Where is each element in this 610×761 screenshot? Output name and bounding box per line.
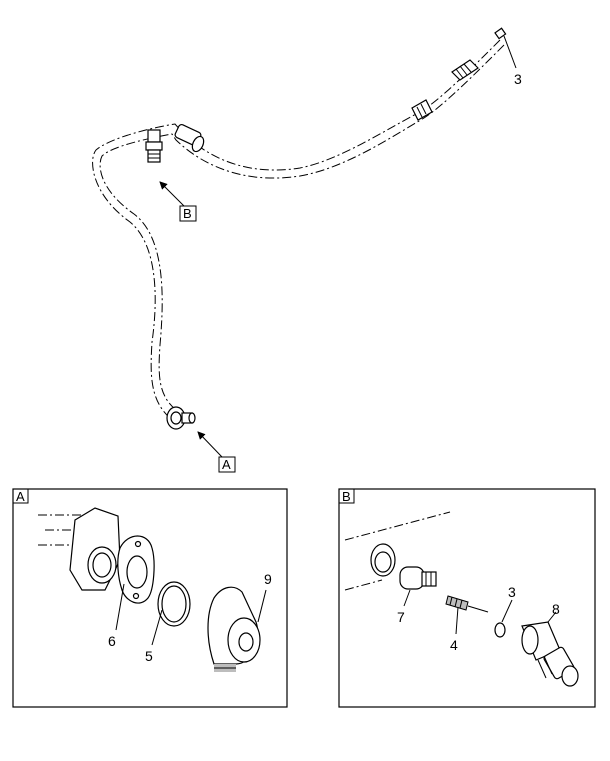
hose-assembly <box>92 39 505 419</box>
hose-tee-connector <box>145 123 205 163</box>
hose-bottom-fitting <box>166 406 196 430</box>
detail-a-label: A <box>16 489 25 504</box>
gasket-part-6 <box>117 535 155 604</box>
callout-9: 9 <box>264 571 272 587</box>
view-b-ref-box <box>179 205 197 222</box>
detail-a-panel: A 6 5 <box>12 488 288 708</box>
callout-6: 6 <box>108 633 116 649</box>
callout-7-leader <box>403 589 411 607</box>
view-b-arrow <box>159 181 185 207</box>
callout-7: 7 <box>397 609 405 625</box>
sender-part-8 <box>521 621 579 687</box>
callout-5-leader <box>151 609 163 646</box>
adapter-part-7 <box>399 566 437 590</box>
o-ring-part-3 <box>494 622 506 638</box>
callout-6-leader <box>115 583 125 631</box>
view-a-ref-box <box>218 456 236 473</box>
fitting-part-9 <box>207 586 261 672</box>
callout-4-leader <box>455 606 459 635</box>
hose-end-fitting <box>494 27 507 40</box>
callout-9-leader <box>257 589 267 623</box>
valve-core-part-4 <box>445 595 489 613</box>
callout-4: 4 <box>450 637 458 653</box>
detail-b-panel: B <box>338 488 596 708</box>
view-a-arrow <box>197 431 223 458</box>
detail-b-label: B <box>342 489 351 504</box>
callout-3-detail-leader <box>501 599 513 623</box>
view-b-ref-label: B <box>183 206 192 221</box>
callout-8: 8 <box>552 601 560 617</box>
o-ring-part-5 <box>157 581 191 627</box>
callout-3-detail: 3 <box>508 584 516 600</box>
callout-3-leader <box>503 35 517 69</box>
view-a-ref-label: A <box>222 457 231 472</box>
callout-5: 5 <box>145 648 153 664</box>
callout-3: 3 <box>514 71 522 87</box>
callout-8-leader <box>547 611 557 623</box>
hose-sleeve <box>411 59 479 121</box>
